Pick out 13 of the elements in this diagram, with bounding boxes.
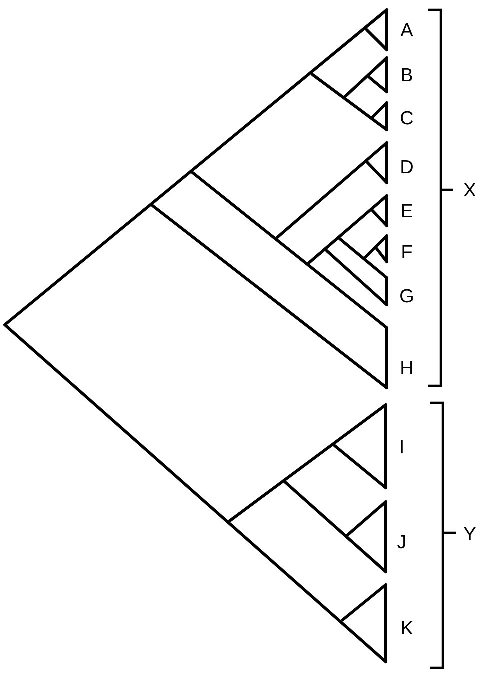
leaf-label: A [400, 23, 414, 37]
leaf-label: H [402, 361, 412, 375]
leaf-label: K [402, 621, 414, 635]
leaf-label: C [401, 111, 414, 125]
leaf-label: B [402, 68, 412, 82]
leaf-label: I [401, 440, 403, 454]
leaf-label: G [400, 289, 413, 303]
leaf-label: Y [464, 527, 476, 541]
leaf-label: X [464, 183, 476, 197]
leaf-label: D [402, 160, 413, 174]
leaf-label: E [402, 204, 413, 218]
leaf-label: F [402, 245, 412, 259]
leaf-label: J [398, 535, 406, 549]
